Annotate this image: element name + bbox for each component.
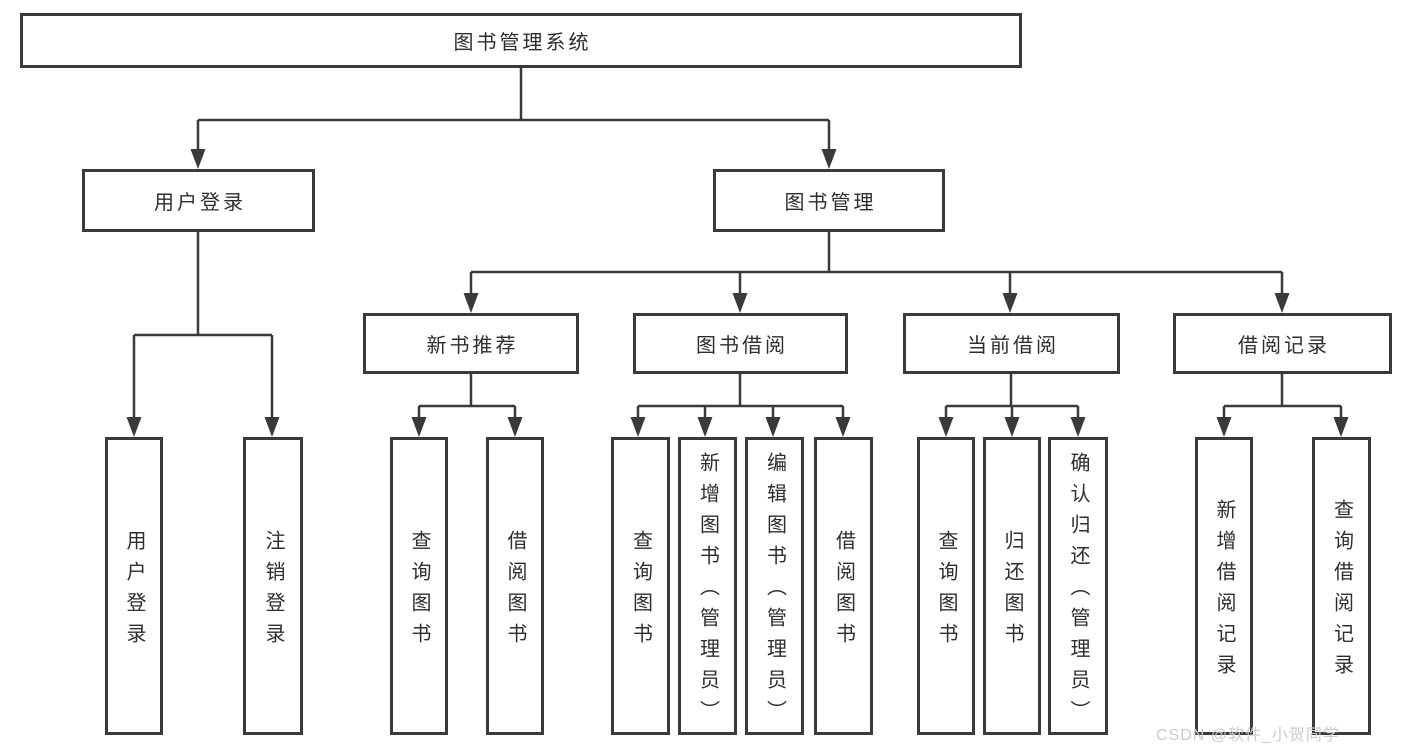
leaf-current-query-books: 查询图书 (917, 437, 975, 735)
connector-user-login-children (132, 232, 274, 419)
node-label: 查询图书 (629, 529, 652, 654)
arrow-down-icon (507, 417, 523, 437)
arrow-down-icon (821, 149, 837, 169)
node-label: 用户登录 (154, 192, 246, 214)
node-label: 查询借阅记录 (1330, 498, 1353, 685)
node-label: 新增借阅记录 (1213, 498, 1235, 685)
arrow-down-icon (463, 293, 479, 313)
arrow-down-icon (630, 417, 646, 437)
node-label: 当前借阅 (967, 335, 1059, 357)
leaf-user-login: 用户登录 (105, 437, 163, 735)
node-label: 用户登录 (123, 529, 145, 654)
arrow-down-icon (1216, 417, 1232, 437)
node-borrowing-records: 借阅记录 (1173, 313, 1392, 374)
arrow-down-icon (126, 417, 142, 437)
arrow-down-icon (190, 149, 206, 169)
arrow-down-icon (697, 417, 713, 437)
node-label: 图书管理系统 (453, 32, 592, 54)
leaf-newbook-borrow-books: 借阅图书 (486, 437, 544, 735)
node-book-borrowing: 图书借阅 (633, 313, 848, 374)
arrow-down-icon (1274, 293, 1290, 313)
leaf-borrowing-query-books: 查询图书 (611, 437, 670, 735)
node-new-book-recommend: 新书推荐 (363, 313, 579, 374)
node-book-management: 图书管理 (713, 169, 945, 232)
node-label: 归还图书 (1001, 529, 1023, 654)
node-label: 查询图书 (935, 529, 957, 654)
connector-current-borrow-children (944, 374, 1080, 419)
node-current-borrowing: 当前借阅 (903, 313, 1120, 374)
leaf-logout-login: 注销登录 (243, 437, 303, 735)
connector-book-mgmt-to-level3 (469, 232, 1284, 295)
arrow-down-icon (938, 417, 954, 437)
node-label: 图书管理 (784, 192, 877, 214)
node-label: 查询图书 (408, 529, 430, 654)
node-label: 新增图书（管理员） (696, 452, 719, 731)
node-label: 注销登录 (262, 529, 284, 654)
leaf-borrowing-borrow-books: 借阅图书 (814, 437, 873, 735)
arrow-down-icon (1070, 417, 1086, 437)
node-label: 编辑图书（管理员） (763, 452, 786, 731)
node-label: 借阅记录 (1238, 335, 1330, 357)
connector-new-book-children (417, 374, 517, 419)
node-label: 新书推荐 (426, 335, 519, 357)
leaf-current-confirm-return-admin: 确认归还（管理员） (1048, 437, 1108, 735)
arrow-down-icon (264, 417, 280, 437)
arrow-down-icon (1004, 417, 1020, 437)
connector-borrow-record-children (1222, 374, 1343, 419)
node-user-login: 用户登录 (82, 169, 315, 232)
node-label: 借阅图书 (832, 529, 855, 654)
leaf-current-return-books: 归还图书 (983, 437, 1041, 735)
connector-root-to-level2 (196, 68, 831, 151)
arrow-down-icon (765, 417, 781, 437)
leaf-borrowing-add-books-admin: 新增图书（管理员） (678, 437, 737, 735)
node-root-library-system: 图书管理系统 (20, 13, 1022, 68)
arrow-down-icon (1002, 293, 1018, 313)
watermark: CSDN @软件_小贺同学 (1156, 727, 1340, 744)
leaf-newbook-query-books: 查询图书 (390, 437, 448, 735)
leaf-records-query-record: 查询借阅记录 (1312, 437, 1371, 735)
leaf-records-add-record: 新增借阅记录 (1195, 437, 1253, 735)
arrow-down-icon (732, 293, 748, 313)
connector-book-borrow-children (636, 374, 845, 419)
arrow-down-icon (835, 417, 851, 437)
leaf-borrowing-edit-books-admin: 编辑图书（管理员） (745, 437, 804, 735)
node-label: 确认归还（管理员） (1067, 452, 1089, 731)
arrow-down-icon (411, 417, 427, 437)
arrow-down-icon (1333, 417, 1349, 437)
node-label: 图书借阅 (696, 335, 788, 357)
node-label: 借阅图书 (504, 529, 526, 654)
